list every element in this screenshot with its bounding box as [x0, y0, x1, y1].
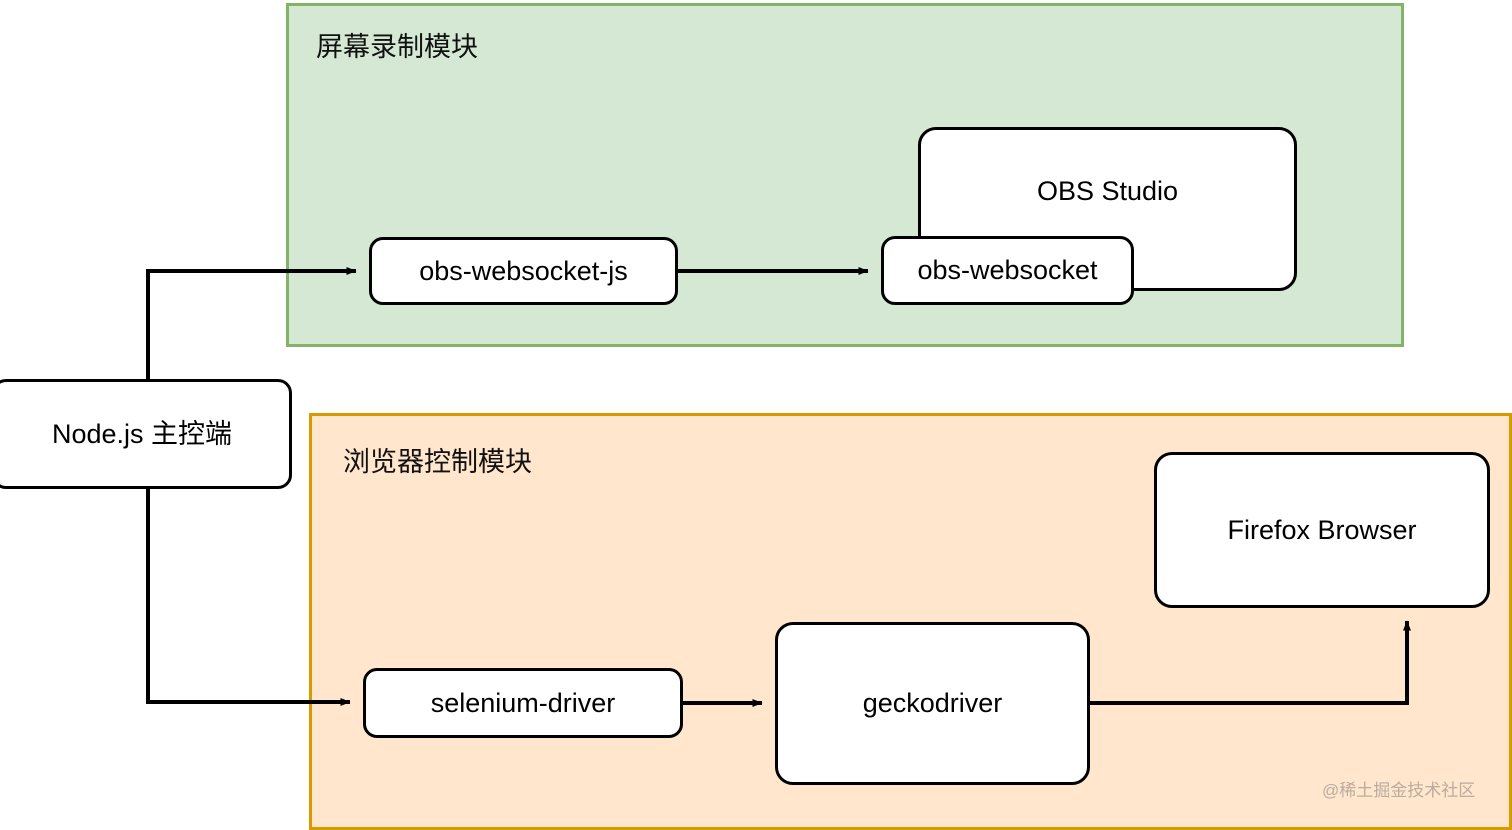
node-selenium-driver[interactable]: selenium-driver — [363, 668, 683, 738]
node-nodejs-controller-label: Node.js 主控端 — [51, 418, 233, 449]
node-obs-websocket-js[interactable]: obs-websocket-js — [369, 237, 678, 305]
group-browser-control-label: 浏览器控制模块 — [343, 447, 532, 477]
node-obs-websocket-label: obs-websocket — [917, 255, 1098, 285]
node-obs-websocket[interactable]: obs-websocket — [881, 236, 1134, 305]
group-screen-recording-label: 屏幕录制模块 — [316, 32, 478, 62]
node-firefox-browser[interactable]: Firefox Browser — [1154, 452, 1490, 608]
node-obs-studio-label: OBS Studio — [1036, 176, 1179, 206]
node-geckodriver-label: geckodriver — [862, 688, 1003, 718]
node-firefox-browser-label: Firefox Browser — [1227, 514, 1417, 545]
node-geckodriver[interactable]: geckodriver — [775, 622, 1090, 785]
watermark: @稀土掘金技术社区 — [1322, 781, 1476, 800]
node-nodejs-controller[interactable]: Node.js 主控端 — [0, 379, 292, 489]
node-selenium-driver-label: selenium-driver — [430, 687, 616, 718]
node-obs-websocket-js-label: obs-websocket-js — [419, 255, 628, 286]
